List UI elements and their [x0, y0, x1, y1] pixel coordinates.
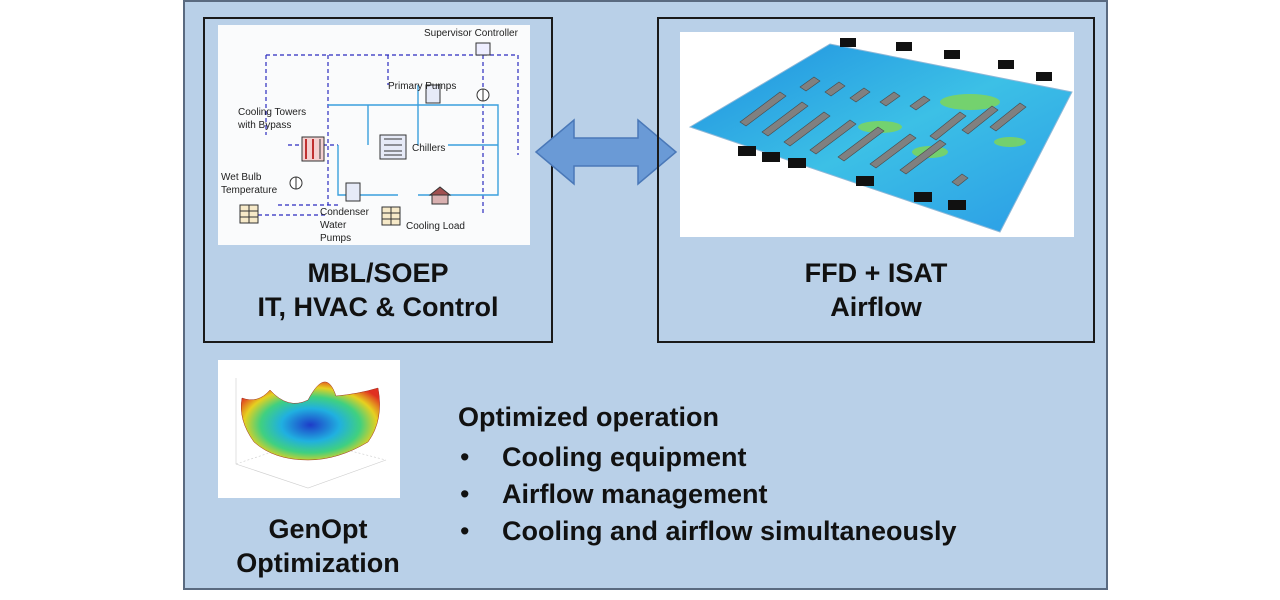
bullet: •	[460, 442, 470, 472]
condenser-water-label: Water	[320, 220, 347, 231]
caption-line: Airflow	[830, 292, 922, 322]
plot-axes	[235, 378, 387, 489]
ffd-isat-box	[657, 17, 1095, 343]
wet-bulb-label: Wet Bulb	[221, 172, 262, 183]
list-item-text: Cooling and airflow simultaneously	[502, 516, 957, 546]
temperature-label: Temperature	[221, 185, 278, 196]
list-item: • Cooling equipment	[458, 440, 957, 477]
ffd-isat-caption: FFD + ISAT Airflow	[657, 256, 1095, 324]
cooling-towers-label: Cooling Towers	[238, 107, 307, 118]
supervisor-controller-label: Supervisor Controller	[424, 28, 518, 39]
mbl-soep-caption: MBL/SOEP IT, HVAC & Control	[203, 256, 553, 324]
list-item: • Cooling and airflow simultaneously	[458, 514, 957, 551]
list-item: • Airflow management	[458, 477, 957, 514]
chillers-label: Chillers	[412, 143, 446, 154]
hvac-schematic-drawing	[239, 42, 519, 226]
list-item-text: Airflow management	[502, 479, 768, 509]
condenser-pumps-label: Pumps	[320, 233, 352, 244]
cooling-towers-bypass-label: with Bypass	[238, 120, 292, 131]
load-house-icon	[428, 186, 452, 205]
bullet: •	[460, 516, 470, 546]
hvac-schematic-image: Supervisor Controller Primary Pumps Cool…	[218, 25, 530, 245]
airflow-hotspots	[858, 94, 1026, 158]
caption-line: MBL/SOEP	[307, 258, 449, 288]
table-block-icon	[239, 204, 401, 226]
pump-icon	[345, 84, 441, 202]
genopt-surface-image	[218, 360, 400, 498]
cooling-load-label: Cooling Load	[406, 221, 465, 232]
primary-pumps-label: Primary Pumps	[388, 81, 457, 92]
cfd-airflow-image	[680, 32, 1074, 237]
list-item-text: Cooling equipment	[502, 442, 747, 472]
server-racks	[739, 76, 1027, 187]
caption-line: IT, HVAC & Control	[257, 292, 499, 322]
bullet: •	[460, 479, 470, 509]
controller-icon	[475, 42, 491, 56]
caption-line: FFD + ISAT	[804, 258, 948, 288]
condenser-label: Condenser	[320, 207, 369, 218]
cooling-tower-icon	[301, 136, 325, 162]
genopt-caption: GenOpt Optimization	[203, 512, 433, 580]
caption-line: Optimization	[236, 548, 400, 578]
optimized-operation-list: • Cooling equipment • Airflow management •…	[458, 440, 957, 551]
surface-shape	[241, 381, 380, 461]
optimized-operation-title: Optimized operation	[458, 402, 720, 432]
crac-units	[738, 38, 1052, 210]
caption-line: GenOpt	[268, 514, 368, 544]
cfd-floor	[688, 43, 1073, 233]
sensor-icon	[289, 88, 490, 190]
chiller-icon	[379, 134, 407, 160]
surface-plot-drawing	[235, 378, 387, 489]
cfd-airflow-drawing	[688, 38, 1073, 233]
